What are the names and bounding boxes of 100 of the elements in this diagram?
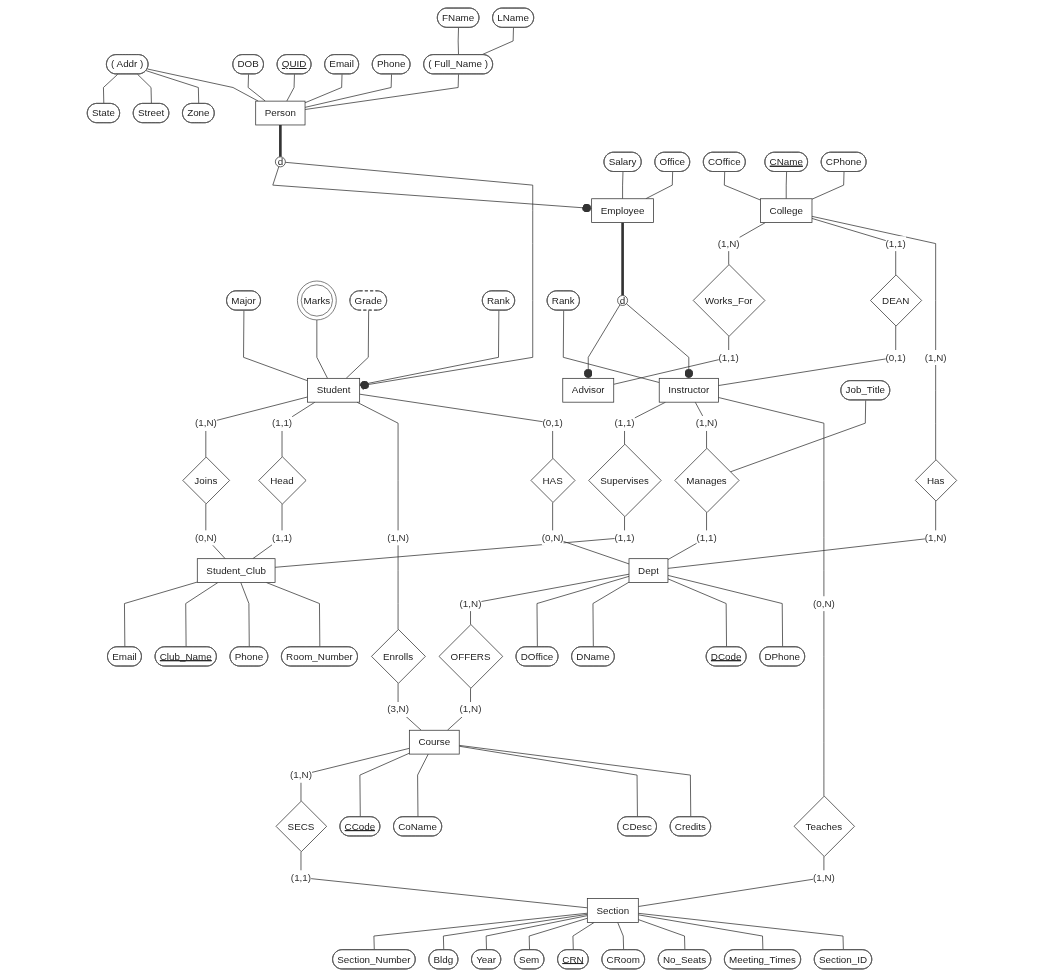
connector: [729, 399, 867, 473]
connector: [447, 687, 471, 731]
edge-label: (3,N): [387, 703, 409, 715]
edge-label: (1,1): [885, 237, 906, 250]
node-diamond: Teaches: [793, 795, 855, 857]
edge-label: (1,N): [387, 531, 409, 544]
node-diamond: SECS: [275, 800, 328, 853]
connector: [528, 917, 588, 951]
node-circle: d: [275, 156, 286, 168]
edge-label: (1,1): [614, 531, 635, 544]
node-box: Student: [307, 377, 361, 403]
edge-label: (1,N): [717, 237, 740, 250]
connector: [645, 171, 674, 200]
edge-label: (1,N): [290, 769, 312, 781]
connector: [718, 325, 897, 386]
node-diamond: OFFERS: [438, 624, 504, 689]
edge-label: (1,N): [924, 351, 947, 363]
connector: [811, 215, 937, 461]
edge-label: (0,1): [542, 417, 563, 429]
connector: [417, 753, 429, 818]
connector: [667, 500, 937, 569]
edge-label: (1,1): [271, 417, 293, 429]
edge-label: (0,N): [541, 531, 564, 544]
edge-label: (1,1): [271, 531, 293, 544]
connector: [205, 396, 308, 458]
node-diamond: Joins: [182, 456, 230, 505]
node-diamond: Supervises: [588, 443, 662, 518]
node-diamond: Manages: [674, 447, 740, 513]
connector: [485, 915, 588, 951]
connector: [300, 747, 410, 802]
node-diamond: DEAN: [870, 274, 923, 327]
connector: [637, 919, 686, 951]
connector: [694, 401, 707, 449]
connector: [304, 73, 459, 110]
connector: [145, 70, 200, 105]
connector: [592, 581, 630, 648]
edge-label: (1,1): [614, 417, 635, 429]
connector: [785, 171, 787, 200]
edge-label: (1,1): [718, 351, 739, 363]
connector: [243, 310, 308, 382]
edge-label: (1,N): [695, 417, 718, 429]
edge-label: (0,N): [812, 597, 835, 609]
edge-label: (1,1): [696, 531, 717, 544]
connector: [728, 222, 766, 265]
edge-label: (1,N): [459, 703, 482, 715]
connector: [457, 27, 459, 56]
connector: [205, 503, 226, 560]
connector: [247, 73, 266, 102]
connector: [304, 73, 392, 108]
node-box: College: [760, 198, 813, 223]
connector: [617, 922, 624, 951]
connector: [185, 582, 219, 648]
edge-label: (1,N): [812, 871, 835, 884]
connector: [300, 851, 588, 909]
connector: [811, 218, 897, 276]
connector: [274, 516, 625, 568]
connector: [637, 856, 825, 907]
connector: [637, 914, 764, 951]
connector: [356, 401, 399, 630]
connector: [373, 912, 588, 951]
connector: [137, 73, 152, 105]
connector: [397, 682, 422, 731]
edge-label: (1,N): [924, 531, 947, 544]
connector: [252, 503, 283, 560]
connector: [304, 73, 343, 104]
connector: [458, 745, 692, 818]
connector: [637, 912, 844, 951]
node-box: Advisor: [562, 377, 615, 403]
node-box: Section: [586, 898, 639, 923]
connector: [345, 310, 370, 379]
node-circle: d: [617, 295, 628, 306]
edge-label: (0,1): [885, 351, 906, 363]
connector: [279, 124, 282, 157]
connector: [103, 73, 119, 105]
connector: [316, 319, 328, 379]
connector: [667, 512, 707, 560]
connector: [470, 573, 630, 625]
connector: [667, 578, 727, 648]
edge-label: (1,1): [290, 871, 312, 884]
node-box: Student_Club: [196, 558, 276, 583]
connector: [613, 335, 730, 385]
edge-label: (0,N): [194, 531, 217, 544]
connector: [723, 171, 761, 201]
connector: [667, 575, 783, 648]
connector: [359, 393, 553, 459]
node-box: Person: [255, 100, 306, 126]
node-diamond: Works_For: [692, 264, 766, 337]
connector: [811, 171, 845, 200]
connector: [536, 575, 630, 648]
connector: [147, 68, 259, 102]
node-box: Instructor: [658, 377, 719, 403]
connector: [621, 222, 624, 296]
node-diamond: Enrolls: [371, 629, 426, 684]
connector: [286, 73, 295, 102]
node-box: Course: [408, 729, 460, 755]
node-diamond: Has: [915, 459, 958, 502]
node-diamond: Head: [258, 456, 307, 505]
node-box: Employee: [591, 198, 654, 223]
connector: [718, 397, 825, 797]
connector: [562, 310, 660, 383]
